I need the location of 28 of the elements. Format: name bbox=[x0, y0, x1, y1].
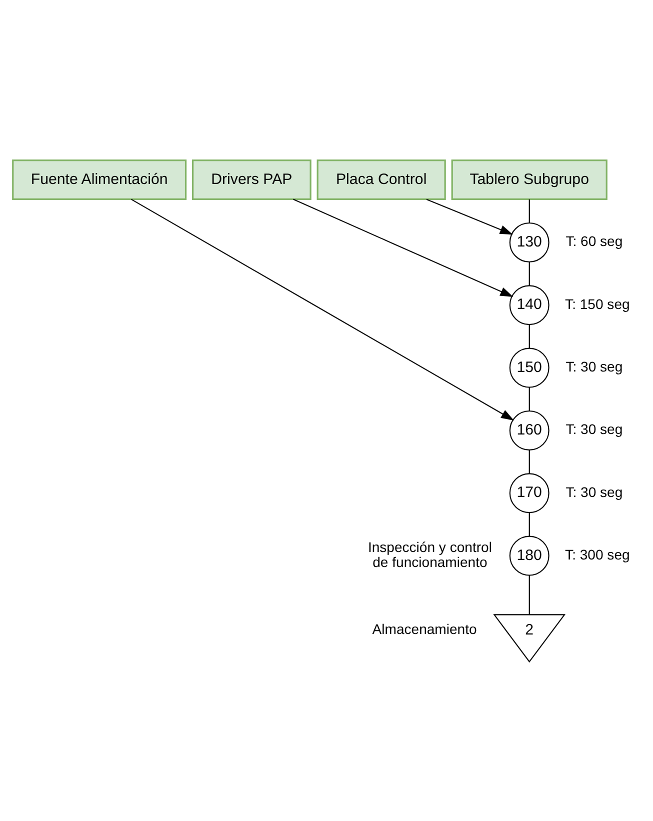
node-circle: 140 bbox=[509, 284, 550, 325]
node-box: Drivers PAP bbox=[192, 159, 312, 200]
node-circle: 160 bbox=[509, 410, 550, 450]
node-label: T: 30 seg bbox=[566, 483, 623, 500]
connector bbox=[528, 262, 530, 286]
connector bbox=[528, 450, 530, 474]
node-box: Fuente Alimentación bbox=[12, 159, 187, 200]
node-circle: 180 bbox=[509, 535, 550, 576]
arrow bbox=[293, 198, 514, 296]
node-circle: 170 bbox=[509, 472, 550, 513]
node-label: Inspección y control de funcionamiento bbox=[368, 538, 492, 570]
connector bbox=[528, 512, 530, 536]
connector bbox=[528, 198, 530, 222]
node-label: T: 30 seg bbox=[566, 358, 623, 374]
arrow bbox=[426, 198, 513, 234]
connector bbox=[528, 386, 530, 410]
connector bbox=[528, 575, 530, 614]
node-label: Almacenamiento bbox=[372, 620, 477, 637]
node-box: Tablero Subgrupo bbox=[451, 159, 608, 200]
node-label: T: 150 seg bbox=[565, 295, 630, 312]
arrow bbox=[131, 198, 514, 420]
node-circle: 150 bbox=[509, 347, 550, 388]
node-label: T: 30 seg bbox=[566, 420, 623, 437]
node-label: T: 300 seg bbox=[565, 546, 630, 562]
node-label: T: 60 seg bbox=[566, 232, 623, 249]
node-circle: 130 bbox=[509, 222, 550, 262]
node-box: Placa Control bbox=[316, 159, 446, 200]
connector bbox=[528, 324, 530, 348]
